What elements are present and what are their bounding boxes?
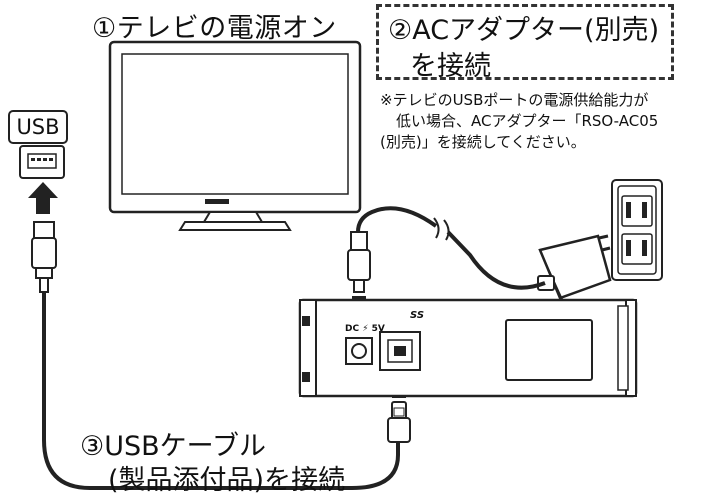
step2-label-line1: ②ACアダプター(別売) <box>388 15 660 46</box>
power-note: ※テレビのUSBポートの電源供給能力が 低い場合、ACアダプター「RSO-AC0… <box>380 90 658 153</box>
step2-dashed-box <box>376 4 674 80</box>
tv-usb-port <box>19 145 65 179</box>
arrow-up-icon <box>28 182 58 214</box>
dc-cable <box>446 230 546 290</box>
note-line1: ※テレビのUSBポートの電源供給能力が <box>380 91 649 109</box>
step1-label: ①テレビの電源オン <box>92 13 337 44</box>
note-line2: 低い場合、ACアダプター「RSO-AC05 <box>396 112 659 130</box>
note-line3: (別売)」を接続してください。 <box>380 133 586 151</box>
usb-a-plug <box>31 221 57 293</box>
usb-cable <box>42 292 400 490</box>
usb-b-plug <box>387 401 411 443</box>
step3-label-line2: (製品添付品)を接続 <box>108 465 346 496</box>
wall-outlet <box>611 179 663 281</box>
step2-label-line2: を接続 <box>410 51 491 82</box>
superspeed-logo: SS <box>410 310 425 321</box>
tv-illustration <box>108 40 362 231</box>
cable-break-icon <box>433 217 450 241</box>
device-body <box>298 298 638 398</box>
step3-label-line1: ③USBケーブル <box>80 431 267 462</box>
ac-adapter <box>537 234 612 307</box>
dc-cable <box>356 206 438 233</box>
dc-jack-label: DC ⚡ 5V <box>345 324 385 334</box>
usb-port-label: USB <box>8 110 68 144</box>
dc-plug <box>347 231 371 293</box>
